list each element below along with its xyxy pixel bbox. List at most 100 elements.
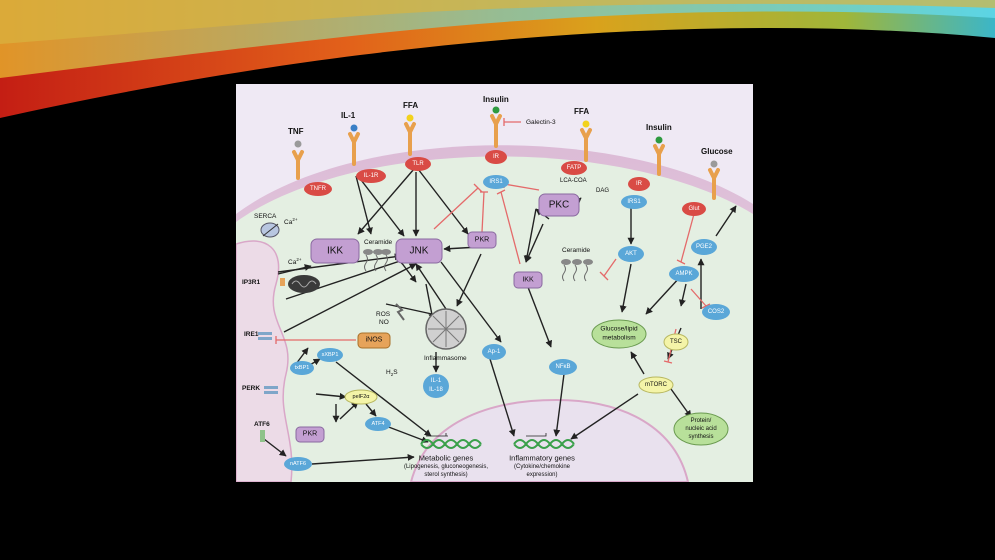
il1-label: IL-1 bbox=[341, 111, 356, 120]
insulin2-ligand-icon bbox=[655, 136, 663, 144]
galectin-label: Galectin-3 bbox=[526, 119, 556, 126]
ceramide-icon-2 bbox=[561, 259, 593, 282]
tlr-label: TLR bbox=[412, 161, 424, 167]
metabolic-sub1: (Lipogenesis, gluconeogenesis, bbox=[404, 464, 488, 470]
akt-label: AKT bbox=[625, 251, 637, 257]
metabolic-sub2: sterol synthesis) bbox=[424, 472, 467, 478]
ikk-node-1 bbox=[310, 238, 360, 264]
tnfr-node bbox=[304, 182, 332, 196]
irs1-label-a: IRS1 bbox=[489, 179, 503, 185]
glucose-lipid-node bbox=[591, 319, 647, 349]
perk-receptor-icon bbox=[264, 386, 278, 394]
ampk-node bbox=[669, 266, 699, 282]
pge2-label: PGE2 bbox=[696, 244, 713, 250]
tnfr-receptor-icon bbox=[292, 150, 304, 180]
insulin2-ligand-group: Insulin bbox=[646, 123, 672, 176]
insulin2-label: Insulin bbox=[646, 123, 672, 132]
ap1-node bbox=[482, 344, 506, 360]
ca2-text: Ca2+ bbox=[288, 257, 302, 266]
signaling-diagram: TNF IL-1 FFA Insulin Galectin-3 FFA Insu… bbox=[236, 84, 753, 482]
tsc-node bbox=[663, 333, 689, 351]
ip3r1-channel-icon bbox=[280, 278, 285, 286]
tnf-label: TNF bbox=[288, 127, 304, 136]
insulin1-label: Insulin bbox=[483, 95, 509, 104]
irs1-label-b: IRS1 bbox=[627, 199, 641, 205]
akt-node bbox=[618, 246, 644, 262]
glut-node bbox=[682, 202, 706, 216]
ffa1-ligand-icon bbox=[406, 114, 414, 122]
lca-coa-label: LCA-COA bbox=[560, 178, 587, 184]
ceramide-icon-1 bbox=[363, 249, 391, 272]
ceramide-label-1: Ceramide bbox=[364, 239, 393, 246]
ros-lightning-icon bbox=[395, 303, 405, 321]
pkc-label: PKC bbox=[549, 200, 570, 211]
atf4-node bbox=[365, 417, 391, 431]
pkc-node bbox=[538, 193, 580, 217]
il1r-receptor-icon bbox=[348, 132, 360, 166]
ros-label: ROS bbox=[376, 311, 391, 318]
metabolic-promoter-icon bbox=[426, 433, 448, 437]
il1-il18-node bbox=[423, 374, 449, 398]
tlr-receptor-icon bbox=[404, 122, 416, 156]
ir1-receptor-icon bbox=[490, 114, 502, 148]
pkr-label-1: PKR bbox=[475, 237, 489, 244]
irs1-node-a bbox=[483, 175, 509, 189]
irs1-node-b bbox=[621, 195, 647, 209]
nfkb-node bbox=[549, 359, 577, 375]
peif2a-label: pelF2α bbox=[353, 394, 371, 400]
inflammasome-label: Inflammasome bbox=[424, 355, 467, 362]
il1-out-label: IL-1 bbox=[431, 378, 442, 384]
il1r-node bbox=[356, 169, 386, 183]
glucose-ligand-group: Glucose bbox=[701, 147, 733, 200]
inflammatory-title: Inflammatory genes bbox=[509, 454, 575, 463]
mtorc-label: mTORC bbox=[645, 382, 668, 388]
cos2-label: COS2 bbox=[708, 309, 725, 315]
il18-out-label: IL-18 bbox=[429, 387, 443, 393]
mtorc-node bbox=[638, 376, 674, 394]
mitochondrion-icon bbox=[288, 275, 320, 293]
serca-slash-icon bbox=[262, 223, 279, 237]
red-receptor-nodes: TNFR IL-1R TLR IR FATP IR Glut bbox=[304, 150, 706, 216]
sxbp1-node bbox=[317, 348, 343, 362]
tnf-ligand-icon bbox=[294, 140, 302, 148]
atf6-receptor-icon bbox=[260, 430, 265, 442]
inflammatory-sub1: (Cytokine/chemokine bbox=[514, 464, 571, 470]
pkr-node-1 bbox=[467, 231, 497, 249]
glucose-ligand-icon bbox=[710, 160, 718, 168]
pge2-node bbox=[691, 239, 717, 255]
ire1-receptor-icon bbox=[258, 332, 272, 340]
tnfr-label: TNFR bbox=[310, 186, 327, 192]
insulin1-ligand-icon bbox=[492, 106, 500, 114]
sxbp1-label: sXBP1 bbox=[322, 352, 339, 358]
cos2-node bbox=[702, 304, 730, 320]
atf4-label: ATF4 bbox=[371, 421, 384, 427]
ffa1-label: FFA bbox=[403, 101, 418, 110]
ceramide-label-2: Ceramide bbox=[562, 247, 591, 254]
natf6-label: nATF6 bbox=[290, 461, 306, 467]
fatp-receptor-icon bbox=[580, 128, 592, 162]
txbp1-label: txBP1 bbox=[295, 365, 310, 371]
ikk-label-1: IKK bbox=[327, 246, 343, 257]
tlr-node bbox=[405, 157, 431, 171]
protein-label-3: synthesis bbox=[688, 434, 713, 440]
glut-receptor-icon bbox=[708, 168, 720, 200]
il1r-label: IL-1R bbox=[364, 173, 379, 179]
ir2-node bbox=[628, 177, 650, 191]
ikk-node-2 bbox=[513, 271, 543, 289]
serca-label: SERCA bbox=[254, 213, 277, 220]
ap1-label: Ap-1 bbox=[488, 349, 501, 355]
peif2a-node bbox=[344, 389, 378, 405]
txbp1-node bbox=[290, 361, 314, 375]
pkr-label-2: PKR bbox=[303, 431, 317, 438]
swoosh-highlight bbox=[0, 0, 995, 44]
metabolic-genes-group: Metabolic genes (Lipogenesis, gluconeoge… bbox=[404, 433, 488, 478]
inos-node bbox=[357, 332, 391, 349]
glut-label: Glut bbox=[688, 206, 699, 212]
insulin1-ligand-group: Insulin Galectin-3 bbox=[483, 95, 556, 148]
perk-label: PERK bbox=[242, 385, 260, 392]
ire1-label: IRE1 bbox=[244, 331, 259, 338]
dag-label: DAG bbox=[596, 188, 609, 194]
ffa2-ligand-group: FFA bbox=[574, 107, 592, 162]
inhibition-lines bbox=[275, 118, 711, 364]
